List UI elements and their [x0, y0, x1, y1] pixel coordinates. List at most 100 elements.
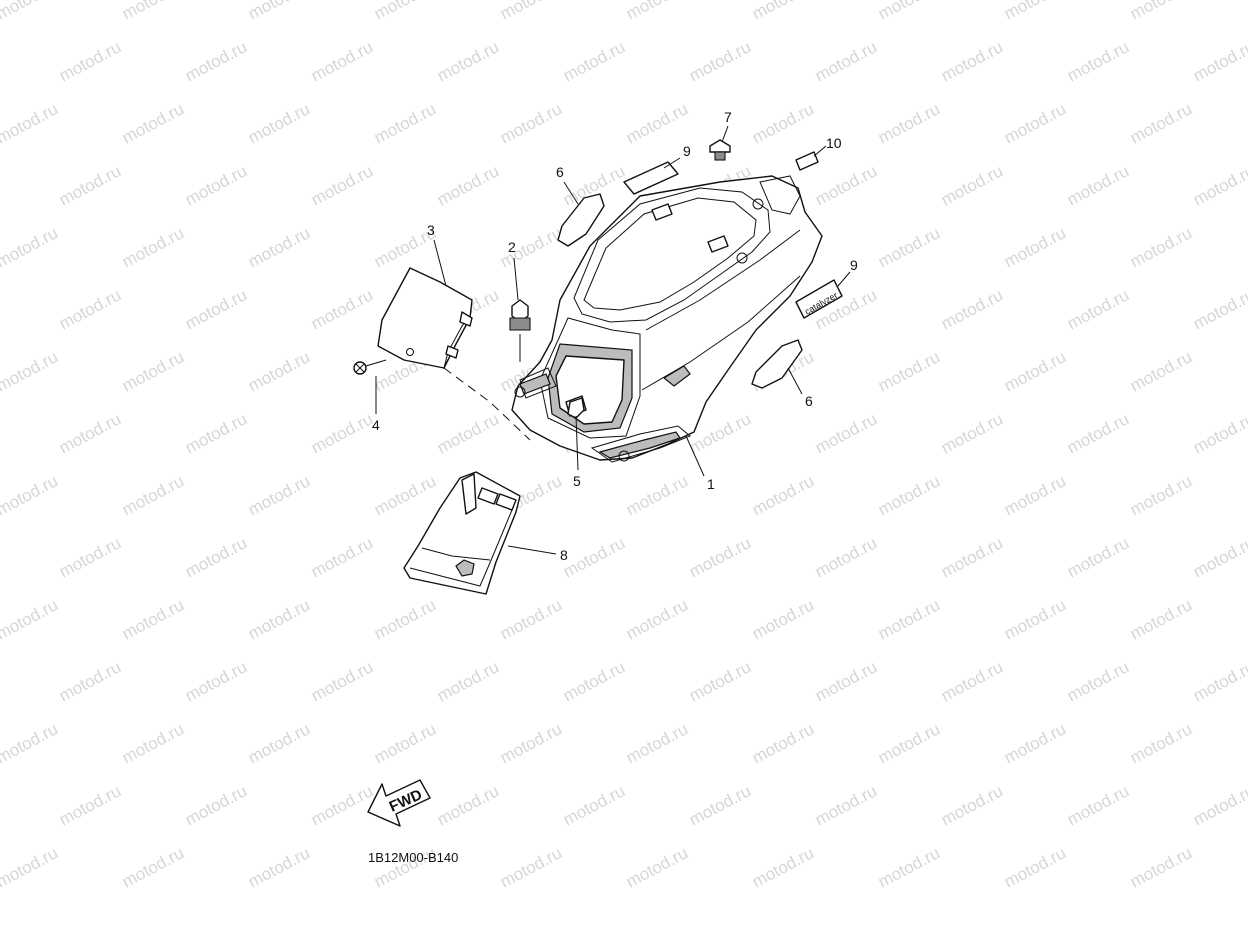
watermark-text: motod.ru: [182, 285, 250, 333]
watermark-text: motod.ru: [1001, 99, 1069, 147]
watermark-text: motod.ru: [497, 0, 565, 24]
watermark-text: motod.ru: [245, 223, 313, 271]
watermark-text: motod.ru: [56, 285, 124, 333]
watermark-text: motod.ru: [1127, 595, 1195, 643]
watermark-text: motod.ru: [938, 37, 1006, 85]
watermark-text: motod.ru: [119, 223, 187, 271]
watermark-text: motod.ru: [749, 719, 817, 767]
watermark-text: motod.ru: [1064, 657, 1132, 705]
watermark-text: motod.ru: [1064, 285, 1132, 333]
watermark-text: motod.ru: [371, 471, 439, 519]
part-6-side-pad-right: [751, 339, 803, 389]
watermark-text: motod.ru: [0, 99, 61, 147]
watermark-text: motod.ru: [749, 843, 817, 891]
watermark-text: motod.ru: [1001, 595, 1069, 643]
watermark-text: motod.ru: [1190, 409, 1248, 457]
watermark-text: motod.ru: [245, 471, 313, 519]
watermark-text: motod.ru: [938, 161, 1006, 209]
watermark-text: motod.ru: [875, 719, 943, 767]
watermark-text: motod.ru: [938, 285, 1006, 333]
watermark-text: motod.ru: [0, 0, 61, 24]
watermark-text: motod.ru: [0, 471, 61, 519]
watermark-text: motod.ru: [497, 843, 565, 891]
watermark-text: motod.ru: [1127, 0, 1195, 24]
callout-7: 7: [724, 109, 732, 125]
callout-9-lower: 9: [850, 257, 858, 273]
watermark-text: motod.ru: [245, 595, 313, 643]
watermark-text: motod.ru: [1190, 37, 1248, 85]
watermark-text: motod.ru: [0, 347, 61, 395]
callout-numbers: 1 2 3 4 5 6 6 7 8 9 9 10: [372, 109, 858, 563]
watermark-text: motod.ru: [875, 99, 943, 147]
callout-10: 10: [826, 135, 842, 151]
watermark-text: motod.ru: [1127, 471, 1195, 519]
watermark-text: motod.ru: [56, 409, 124, 457]
watermark-text: motod.ru: [182, 533, 250, 581]
callout-6-right: 6: [805, 393, 813, 409]
watermark-text: motod.ru: [182, 37, 250, 85]
watermark-text: motod.ru: [245, 719, 313, 767]
callout-8: 8: [560, 547, 568, 563]
watermark-text: motod.ru: [1127, 719, 1195, 767]
watermark-text: motod.ru: [1190, 781, 1248, 829]
part-10-tag: [795, 151, 819, 171]
watermark-text: motod.ru: [875, 595, 943, 643]
watermark-text: motod.ru: [560, 533, 628, 581]
part-1-front-cover: [511, 175, 823, 463]
watermark-text: motod.ru: [875, 471, 943, 519]
part-5-clip: [567, 397, 585, 419]
diagram-code: 1B12M00-B140: [368, 850, 458, 865]
watermark-text: motod.ru: [371, 595, 439, 643]
watermark-text: motod.ru: [812, 161, 880, 209]
watermark-text: motod.ru: [119, 843, 187, 891]
callout-6-left: 6: [556, 164, 564, 180]
watermark-text: motod.ru: [1127, 99, 1195, 147]
watermark-text: motod.ru: [1127, 223, 1195, 271]
watermark-text: motod.ru: [938, 657, 1006, 705]
watermark-text: motod.ru: [119, 0, 187, 24]
watermark-text: motod.ru: [0, 595, 61, 643]
watermark-text: motod.ru: [1127, 843, 1195, 891]
watermark-text: motod.ru: [119, 347, 187, 395]
watermark-text: motod.ru: [308, 409, 376, 457]
watermark-text: motod.ru: [56, 37, 124, 85]
watermark-text: motod.ru: [623, 719, 691, 767]
callout-4: 4: [372, 417, 380, 433]
watermark-text: motod.ru: [371, 0, 439, 24]
watermark-text: motod.ru: [497, 595, 565, 643]
watermark-text: motod.ru: [245, 843, 313, 891]
watermark-text: motod.ru: [119, 595, 187, 643]
watermark-text: motod.ru: [1190, 161, 1248, 209]
watermark-text: motod.ru: [56, 781, 124, 829]
callout-5: 5: [573, 473, 581, 489]
fwd-direction-arrow: FWD: [367, 779, 431, 827]
watermark-text: motod.ru: [497, 99, 565, 147]
watermark-text: motod.ru: [1127, 347, 1195, 395]
watermark-text: motod.ru: [623, 0, 691, 24]
watermark-text: motod.ru: [434, 781, 502, 829]
part-4-screw: [353, 359, 387, 375]
part-7-rivet: [709, 139, 731, 161]
watermark-text: motod.ru: [686, 533, 754, 581]
watermark-text: motod.ru: [182, 781, 250, 829]
watermark-text: motod.ru: [686, 657, 754, 705]
watermark-text: motod.ru: [1064, 533, 1132, 581]
callout-9-upper: 9: [683, 143, 691, 159]
callout-2: 2: [508, 239, 516, 255]
watermark-text: motod.ru: [1001, 843, 1069, 891]
assembly-dashed-line: [443, 367, 531, 441]
watermark-text: motod.ru: [686, 781, 754, 829]
watermark-text: motod.ru: [1064, 37, 1132, 85]
watermark-text: motod.ru: [812, 781, 880, 829]
watermark-text: motod.ru: [1064, 161, 1132, 209]
watermark-text: motod.ru: [371, 99, 439, 147]
watermark-text: motod.ru: [560, 657, 628, 705]
watermark-text: motod.ru: [1001, 347, 1069, 395]
watermark-text: motod.ru: [56, 533, 124, 581]
part-3-inner-panel: [377, 267, 473, 369]
watermark-text: motod.ru: [812, 409, 880, 457]
watermark-text: motod.ru: [245, 99, 313, 147]
watermark-text: motod.ru: [938, 409, 1006, 457]
watermark-text: motod.ru: [119, 719, 187, 767]
